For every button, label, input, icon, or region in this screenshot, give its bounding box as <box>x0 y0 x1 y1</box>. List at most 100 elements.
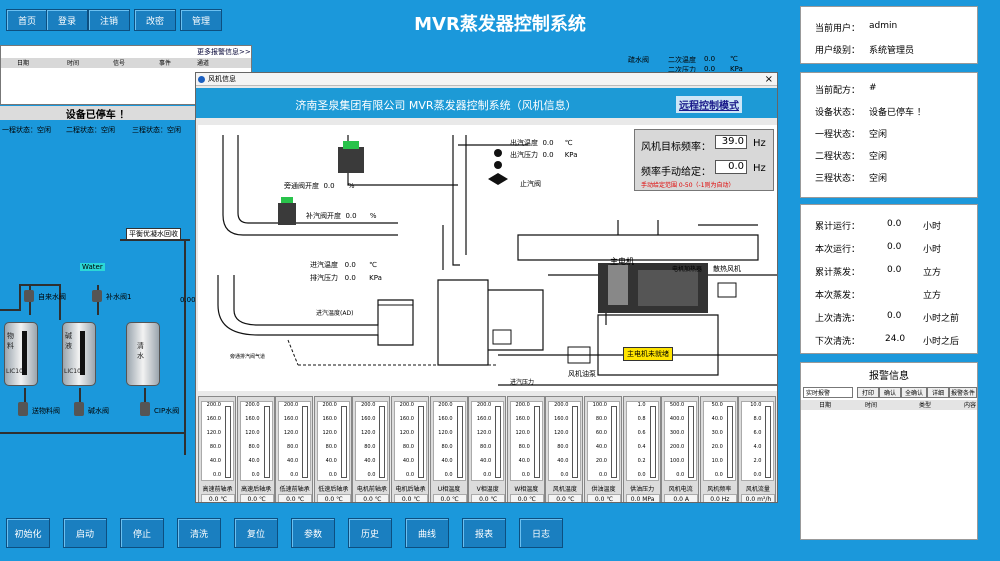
gauge-tick: 100.0 <box>669 458 685 464</box>
more-alarms-link[interactable]: 更多报警信息>> <box>197 48 251 56</box>
valve-icon[interactable] <box>140 402 150 416</box>
home-button[interactable]: 首页 <box>6 9 48 31</box>
gauge-tick: 0.0 <box>328 472 337 478</box>
params-button[interactable]: 参数 <box>291 518 335 548</box>
gauge-tick: 80.0 <box>402 444 414 450</box>
report-button[interactable]: 报表 <box>462 518 506 548</box>
clean-button[interactable]: 清洗 <box>177 518 221 548</box>
start-button[interactable]: 启动 <box>63 518 107 548</box>
dialog-titlebar[interactable]: 风机信息 × <box>196 73 777 86</box>
gauge-tick: 8.0 <box>753 416 762 422</box>
gauge-tick: 40.0 <box>711 416 723 422</box>
gauge-tick: 40.0 <box>287 458 299 464</box>
stat-label: 本次运行： <box>815 245 861 255</box>
gauge-tick: 300.0 <box>669 430 685 436</box>
manage-button[interactable]: 管理 <box>180 9 222 31</box>
status-value: 设备已停车 ！ <box>869 108 926 118</box>
out-press-label: 出汽压力 0.0 KPa <box>510 151 578 159</box>
gauge-tick: 0.0 <box>560 472 569 478</box>
tank-water[interactable]: 清水 <box>126 322 160 386</box>
curve-button[interactable]: 曲线 <box>405 518 449 548</box>
gauge-bar <box>379 406 386 478</box>
gauge-tick: 120.0 <box>245 430 260 436</box>
secondary-temp-unit: ℃ <box>730 55 738 63</box>
note-label: 旁通排汽阀气道 <box>230 354 266 360</box>
gauge-value-number: 0.0 <box>517 496 528 503</box>
gauge-tick: 0.2 <box>637 458 646 464</box>
close-icon[interactable]: × <box>764 74 773 85</box>
alarm-tab-detail[interactable]: 详细 <box>927 387 949 398</box>
level-bar <box>80 331 85 375</box>
stat-label: 本次蒸发： <box>815 291 861 301</box>
status-value: # <box>869 83 877 93</box>
valve-icon[interactable] <box>74 402 84 416</box>
alarm-tab-ack[interactable]: 确认 <box>879 387 901 398</box>
change-password-button[interactable]: 改密 <box>134 9 176 31</box>
alarm-tab-condition[interactable]: 报警条件 <box>949 387 977 398</box>
gauge-tick: 40.0 <box>518 458 530 464</box>
gauge-value-unit: Hz <box>721 496 730 503</box>
in-temp-label: 进汽温度 0.0 ℃ <box>310 261 378 269</box>
stat-unit: 立方 <box>923 268 942 278</box>
status-label: 当前配方： <box>815 86 861 96</box>
gauge-value-number: 0.0 <box>324 496 335 503</box>
logout-button[interactable]: 注销 <box>88 9 130 31</box>
login-button[interactable]: 登录 <box>46 9 88 31</box>
status-label: 一程状态： <box>815 130 861 140</box>
gauge-value-number: 0.0 <box>401 496 412 503</box>
gauge-tick: 120.0 <box>361 430 376 436</box>
valve-icon[interactable] <box>24 290 34 302</box>
alarm-table-header: 日期 时间 信号 事件 通道 <box>1 58 251 68</box>
motor-not-ready-indicator: 主电机未就绪 <box>623 347 673 361</box>
remote-mode-button[interactable]: 远程控制模式 <box>676 96 742 113</box>
gauge-tick: 0.0 <box>406 472 414 478</box>
log-button[interactable]: 日志 <box>519 518 563 548</box>
gauge-value: 0.0 ℃ <box>432 494 467 502</box>
fan-info-dialog[interactable]: 风机信息 × 济南圣泉集团有限公司 MVR蒸发器控制系统（风机信息） 远程控制模… <box>195 72 778 503</box>
gauge-tick: 40.0 <box>364 458 376 464</box>
history-button[interactable]: 历史 <box>348 518 392 548</box>
valve-icon[interactable] <box>92 290 102 302</box>
manual-freq-input[interactable]: 0.0 <box>715 160 747 174</box>
stat-value: 0.0 <box>887 242 902 252</box>
alarm-panel-title: 报警信息 <box>869 371 909 382</box>
tank-label: 物料 <box>7 332 14 350</box>
gauge-tick: 6.0 <box>753 430 762 436</box>
status-panel: 当前配方： # 设备状态： 设备已停车 ！ 一程状态： 空闲 二程状态： 空闲 … <box>800 72 978 198</box>
recovery-label: 平衡优凝水回收 <box>126 228 181 240</box>
gauge-label: 风机电流 <box>668 486 693 493</box>
gauge-label: W相温度 <box>514 486 539 493</box>
gauge-label: U相温度 <box>437 486 461 493</box>
gauge-tick: 0.0 <box>714 472 723 478</box>
heater-label: 电机加热器 <box>672 266 703 273</box>
alarm-tab-print[interactable]: 打印 <box>857 387 879 398</box>
stop-button[interactable]: 停止 <box>120 518 164 548</box>
init-button[interactable]: 初始化 <box>6 518 50 548</box>
gauge-value-unit: ℃ <box>336 496 343 503</box>
alarm-tab-ack-all[interactable]: 全确认 <box>901 387 927 398</box>
gauge-value: 0.0 ℃ <box>201 494 235 502</box>
status-label: 设备状态： <box>815 108 861 118</box>
gauge-tick: 80.0 <box>325 444 337 450</box>
gauge-tick: 200.0 <box>669 444 685 450</box>
valve-icon[interactable] <box>18 402 28 416</box>
status-label: 三程状态： <box>815 174 861 184</box>
gauge-value-number: 0.0 <box>710 496 720 503</box>
stat-label: 累计运行： <box>815 222 861 232</box>
alarm-filter-select[interactable]: 实时报警 <box>803 387 853 398</box>
gauge-tick: 120.0 <box>476 430 492 436</box>
note-label: 进汽温度(AD) <box>316 310 354 317</box>
gauge-tick: 120.0 <box>515 430 530 436</box>
column-date: 日期 <box>17 60 30 67</box>
column-event: 事件 <box>159 60 172 67</box>
reset-button[interactable]: 复位 <box>234 518 278 548</box>
